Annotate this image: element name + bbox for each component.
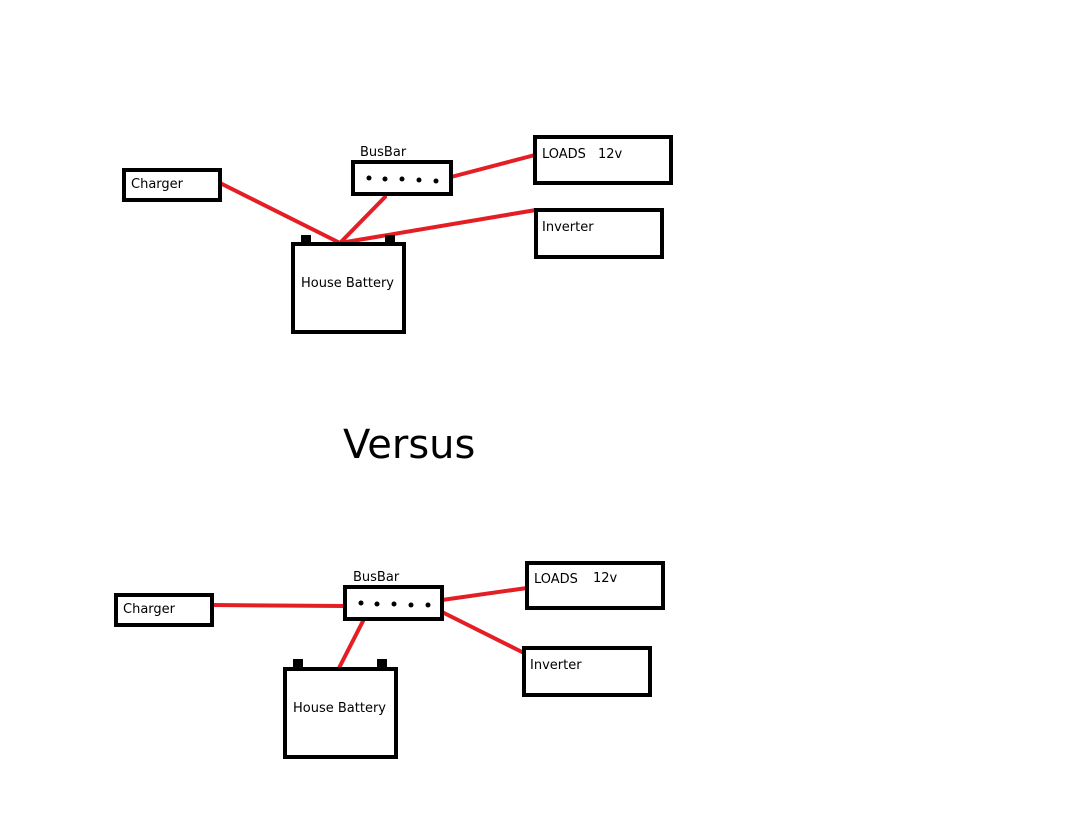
charger-label: Charger [131,177,184,192]
busbar-terminal-dot [374,601,380,607]
loads-voltage-label: 12v [598,147,623,162]
inverter-label: Inverter [530,658,582,673]
loads-label: LOADS [542,147,586,162]
versus-heading: Versus [343,422,475,468]
loads-box [533,135,673,185]
wire-battery-to-inverter [338,208,538,245]
busbar-terminal-dot [358,600,364,606]
battery-terminal-right [385,235,395,245]
busbar-terminal-dot [391,601,397,607]
house-battery-box [283,667,398,759]
wire-busbar-to-loads [449,153,537,179]
busbar-terminal-dot [425,602,431,608]
loads-label: LOADS [534,572,578,587]
busbar-terminal-dot [408,602,414,608]
busbar-terminals [366,175,439,184]
battery-terminal-left [293,659,303,670]
house-battery-label: House Battery [301,276,394,291]
inverter-label: Inverter [542,220,594,235]
wire-battery-to-busbar [338,195,387,245]
busbar-terminal-dot [382,176,388,182]
wire-busbar-to-inverter [440,610,526,655]
loads-voltage-label: 12v [593,571,618,586]
charger-label: Charger [123,602,176,617]
busbar-terminal-dot [433,178,439,184]
loads-box [525,561,665,610]
charger-box [122,168,222,202]
inverter-box [522,646,652,697]
diagram-bottom: Charger BusBar LOADS 12v Inverter House … [114,561,665,759]
battery-terminal-left [301,235,311,245]
busbar-label: BusBar [353,570,400,585]
battery-terminal-right [377,659,387,670]
wire-busbar-to-loads [440,586,529,602]
busbar-terminal-dot [366,175,372,181]
wire-charger-to-busbar [210,603,347,608]
charger-box [114,593,214,627]
house-battery-label: House Battery [293,701,386,716]
diagram-top: Charger BusBar LOADS 12v Inverter House … [122,135,673,334]
wire-battery-to-busbar [337,619,365,670]
wire-charger-to-battery [218,181,342,245]
house-battery-box [291,242,406,334]
busbar-terminal-dot [399,176,405,182]
busbar-label: BusBar [360,145,407,160]
inverter-box [534,208,664,259]
busbar-terminal-dot [416,177,422,183]
busbar-terminals [358,600,431,608]
